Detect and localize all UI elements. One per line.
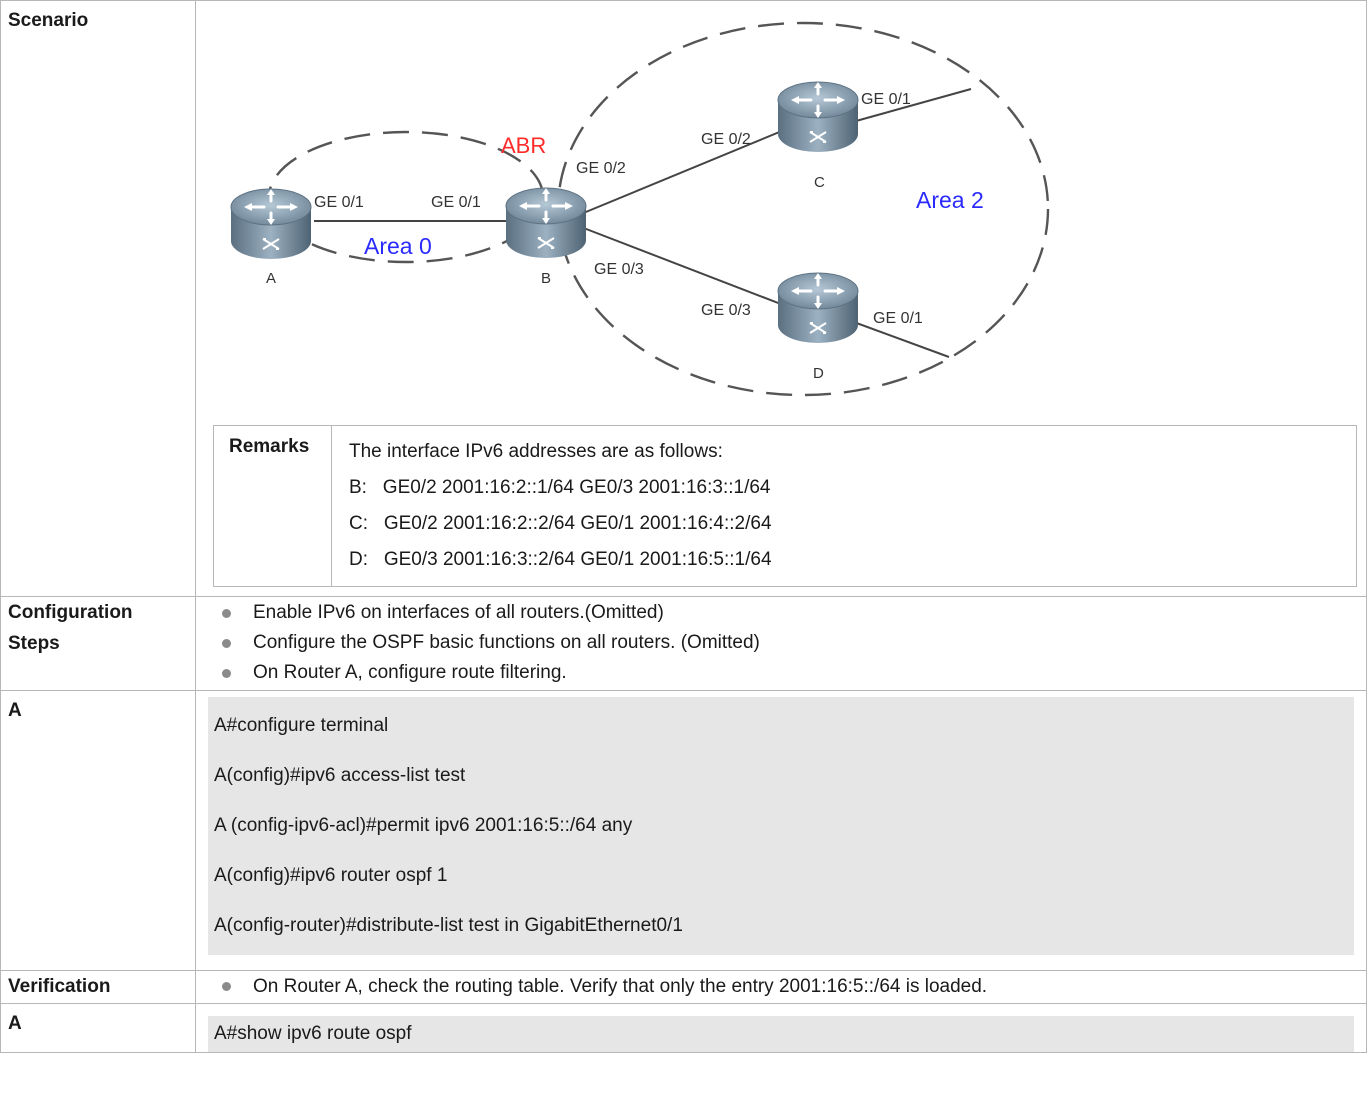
- router-d-name: D: [813, 365, 824, 382]
- remarks-body: The interface IPv6 addresses are as foll…: [349, 434, 772, 578]
- verification-label: Verification: [8, 976, 111, 997]
- router-a-verify-row: A A#show ipv6 route ospf: [0, 1003, 1367, 1053]
- config-label-cell: Configuration Steps: [0, 596, 196, 691]
- scenario-row: Scenario: [0, 0, 1367, 597]
- document-table: Scenario: [0, 0, 1367, 1053]
- port-d-ge01: GE 0/1: [873, 310, 923, 327]
- list-item: On Router A, check the routing table. Ve…: [196, 971, 1366, 1002]
- port-d-ge03: GE 0/3: [701, 302, 751, 319]
- router-c-icon: [776, 80, 860, 154]
- config-label: Configuration Steps: [1, 597, 195, 659]
- router-b-icon: [504, 186, 588, 260]
- config-steps-list: Enable IPv6 on interfaces of all routers…: [196, 597, 1366, 688]
- config-steps-cell: Enable IPv6 on interfaces of all routers…: [195, 596, 1367, 691]
- router-d-icon: [776, 271, 860, 345]
- config-label-line1: Configuration: [8, 602, 133, 623]
- remarks-label: Remarks: [229, 436, 310, 457]
- scenario-label: Scenario: [8, 10, 89, 31]
- router-a-config-row: A A#configure terminal A(config)#ipv6 ac…: [0, 690, 1367, 971]
- link-b-d: [580, 226, 787, 307]
- a2-code-cell: A#show ipv6 route ospf: [195, 1003, 1367, 1053]
- remarks-line: The interface IPv6 addresses are as foll…: [349, 441, 723, 462]
- abr-label: ABR: [501, 133, 546, 158]
- config-steps-row: Configuration Steps Enable IPv6 on inter…: [0, 596, 1367, 691]
- router-a-name: A: [266, 270, 276, 287]
- port-b-ge02: GE 0/2: [576, 160, 626, 177]
- port-c-ge02: GE 0/2: [701, 131, 751, 148]
- port-b-ge01: GE 0/1: [431, 194, 481, 211]
- config-label-line2: Steps: [8, 633, 60, 654]
- code-block-verify: A#show ipv6 route ospf: [208, 1016, 1354, 1052]
- code-block: A#configure terminal A(config)#ipv6 acce…: [208, 697, 1354, 955]
- remarks-line: C: GE0/2 2001:16:2::2/64 GE0/1 2001:16:4…: [349, 513, 772, 534]
- remarks-line: B: GE0/2 2001:16:2::1/64 GE0/3 2001:16:3…: [349, 477, 771, 498]
- area0-label: Area 0: [364, 233, 432, 259]
- router-c-name: C: [814, 174, 825, 191]
- code-line: A(config-router)#distribute-list test in…: [214, 915, 683, 936]
- a2-label-cell: A: [0, 1003, 196, 1053]
- a-code-cell: A#configure terminal A(config)#ipv6 acce…: [195, 690, 1367, 971]
- remarks-label-cell: Remarks: [214, 426, 332, 586]
- verification-row: Verification On Router A, check the rout…: [0, 970, 1367, 1004]
- code-line: A#configure terminal: [214, 715, 389, 736]
- a2-label: A: [8, 1013, 22, 1034]
- list-item: Configure the OSPF basic functions on al…: [196, 628, 1366, 658]
- link-d-out: [850, 320, 950, 358]
- remarks-box: Remarks The interface IPv6 addresses are…: [213, 425, 1357, 587]
- link-b-c: [580, 125, 795, 215]
- scenario-label-cell: Scenario: [0, 0, 196, 597]
- port-c-ge01: GE 0/1: [861, 91, 911, 108]
- a-label: A: [8, 700, 22, 721]
- link-c-out: [855, 88, 972, 122]
- code-line: A (config-ipv6-acl)#permit ipv6 2001:16:…: [214, 815, 633, 836]
- network-diagram: ABR Area 0 Area 2 GE 0/1 GE 0/1 GE 0/2 G…: [196, 1, 1366, 406]
- verification-label-cell: Verification: [0, 970, 196, 1004]
- code-line: A(config)#ipv6 router ospf 1: [214, 865, 448, 886]
- area2-label: Area 2: [916, 187, 984, 213]
- list-item: On Router A, configure route filtering.: [196, 658, 1366, 688]
- router-b-name: B: [541, 270, 551, 287]
- remarks-line: D: GE0/3 2001:16:3::2/64 GE0/1 2001:16:5…: [349, 549, 772, 570]
- router-a-icon: [229, 187, 313, 261]
- network-topology-svg: ABR Area 0 Area 2 GE 0/1 GE 0/1 GE 0/2 G…: [229, 21, 1050, 397]
- port-b-ge03: GE 0/3: [594, 261, 644, 278]
- scenario-content-cell: ABR Area 0 Area 2 GE 0/1 GE 0/1 GE 0/2 G…: [195, 0, 1367, 597]
- a-label-cell: A: [0, 690, 196, 971]
- code-line: A(config)#ipv6 access-list test: [214, 765, 466, 786]
- port-a-ge01: GE 0/1: [314, 194, 364, 211]
- list-item: Enable IPv6 on interfaces of all routers…: [196, 598, 1366, 628]
- verification-cell: On Router A, check the routing table. Ve…: [195, 970, 1367, 1004]
